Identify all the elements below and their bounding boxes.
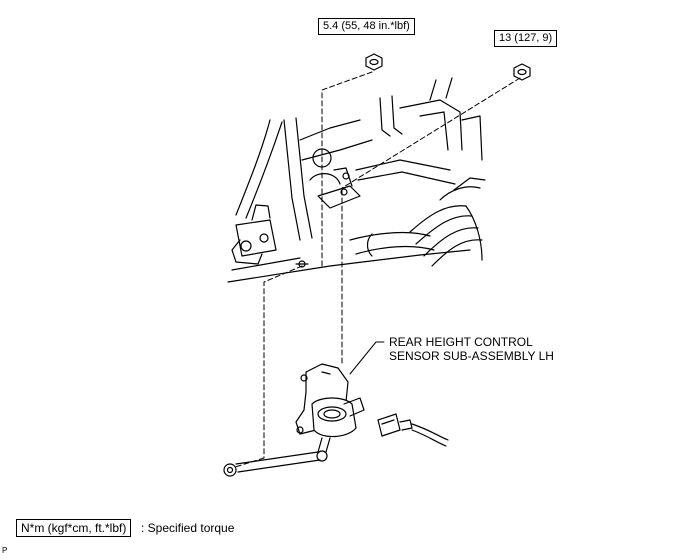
torque-callout-nut-a: 5.4 (55, 48 in.*lbf): [318, 18, 415, 35]
part-name-line-2: SENSOR SUB-ASSEMBLY LH: [389, 349, 554, 363]
legend-unit-box: N*m (kgf*cm, ft.*lbf): [16, 519, 132, 537]
torque-value-b: 13 (127, 9): [499, 32, 553, 44]
part-name-line-1: REAR HEIGHT CONTROL: [389, 335, 533, 349]
nut-b-drawing: [513, 63, 531, 81]
harness-connector-drawing: [377, 413, 449, 447]
corner-mark: P: [2, 546, 8, 555]
legend-unit-text: N*m (kgf*cm, ft.*lbf): [21, 521, 127, 535]
part-name-label: REAR HEIGHT CONTROL SENSOR SUB-ASSEMBLY …: [389, 335, 554, 363]
alignment-lines: [231, 71, 521, 469]
part-label-leader: [349, 341, 385, 375]
legend-description: : Specified torque: [141, 521, 235, 535]
torque-callout-nut-b: 13 (127, 9): [494, 30, 558, 47]
height-sensor-drawing: [223, 363, 365, 477]
torque-value-a: 5.4 (55, 48 in.*lbf): [323, 20, 410, 32]
nut-a-drawing: [365, 53, 383, 71]
vehicle-underbody-drawing: [227, 77, 486, 283]
